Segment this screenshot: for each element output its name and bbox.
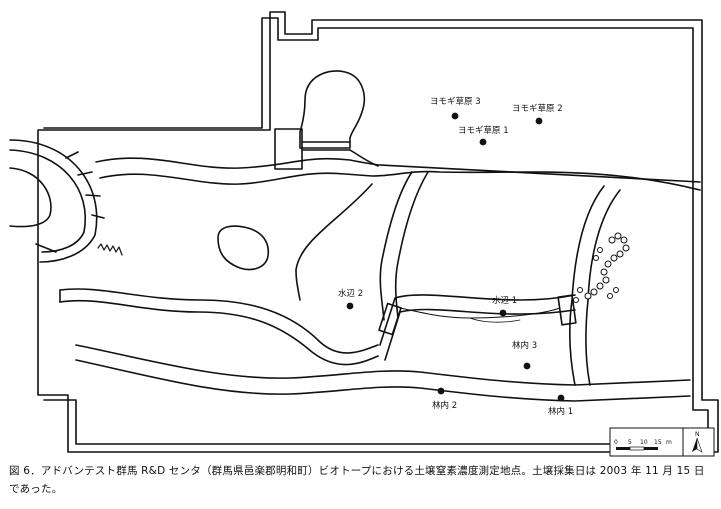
point-marker-yomogi2 (535, 117, 543, 125)
scale-tick-0: 0 (614, 439, 618, 446)
building (274, 128, 303, 170)
scale-unit: m (666, 439, 672, 446)
point-label-yomogi3: ヨモギ草原 3 (430, 96, 481, 107)
point-marker-yomogi1 (479, 138, 487, 146)
rocky-pond (573, 232, 630, 303)
point-marker-yomogi3 (451, 112, 459, 120)
point-marker-rinnai3 (523, 362, 531, 370)
point-label-rinnai2: 林内 2 (432, 400, 457, 411)
bridge-right (557, 294, 577, 326)
scale-tick-10: 10 (640, 439, 648, 446)
point-label-rinnai1: 林内 1 (548, 406, 573, 417)
point-marker-mizube2 (346, 302, 354, 310)
sampling-points: ヨモギ草原 3 ヨモギ草原 2 ヨモギ草原 1 水辺 2 水辺 1 林内 3 林… (338, 96, 573, 417)
bridge-left (378, 302, 402, 336)
point-label-yomogi2: ヨモギ草原 2 (512, 103, 563, 114)
steps (97, 243, 123, 256)
lawn-lower-edge (59, 288, 379, 354)
central-path (379, 171, 413, 321)
circular-terrace (9, 139, 98, 263)
upper-oval (299, 70, 366, 149)
svg-text:N: N (695, 431, 700, 438)
boundary-inner (43, 17, 709, 445)
scale-tick-15: 15 (654, 439, 662, 446)
scale-tick-5: 5 (628, 439, 632, 446)
middle-path (379, 294, 576, 346)
point-marker-mizube1 (499, 309, 507, 317)
point-marker-rinnai2 (437, 387, 445, 395)
figure-caption: 図 6．アドバンテスト群馬 R&D センタ（群馬県邑楽郡明和町）ビオトープにおけ… (9, 465, 705, 495)
lower-path (75, 344, 691, 386)
scale-bar: 0 5 10 15 m (614, 439, 672, 451)
point-label-mizube2: 水辺 2 (338, 288, 363, 299)
point-label-yomogi1: ヨモギ草原 1 (458, 125, 509, 136)
boundary-outer (37, 11, 719, 453)
point-marker-rinnai1 (557, 394, 565, 402)
upper-path-top (95, 157, 701, 183)
legend-box: 0 5 10 15 m N (609, 427, 715, 457)
north-arrow-icon: N (692, 431, 703, 453)
pond (217, 225, 270, 271)
site-map: ヨモギ草原 3 ヨモギ草原 2 ヨモギ草原 1 水辺 2 水辺 1 林内 3 林… (9, 11, 719, 457)
point-label-rinnai3: 林内 3 (512, 340, 537, 351)
point-label-mizube1: 水辺 1 (492, 295, 517, 306)
